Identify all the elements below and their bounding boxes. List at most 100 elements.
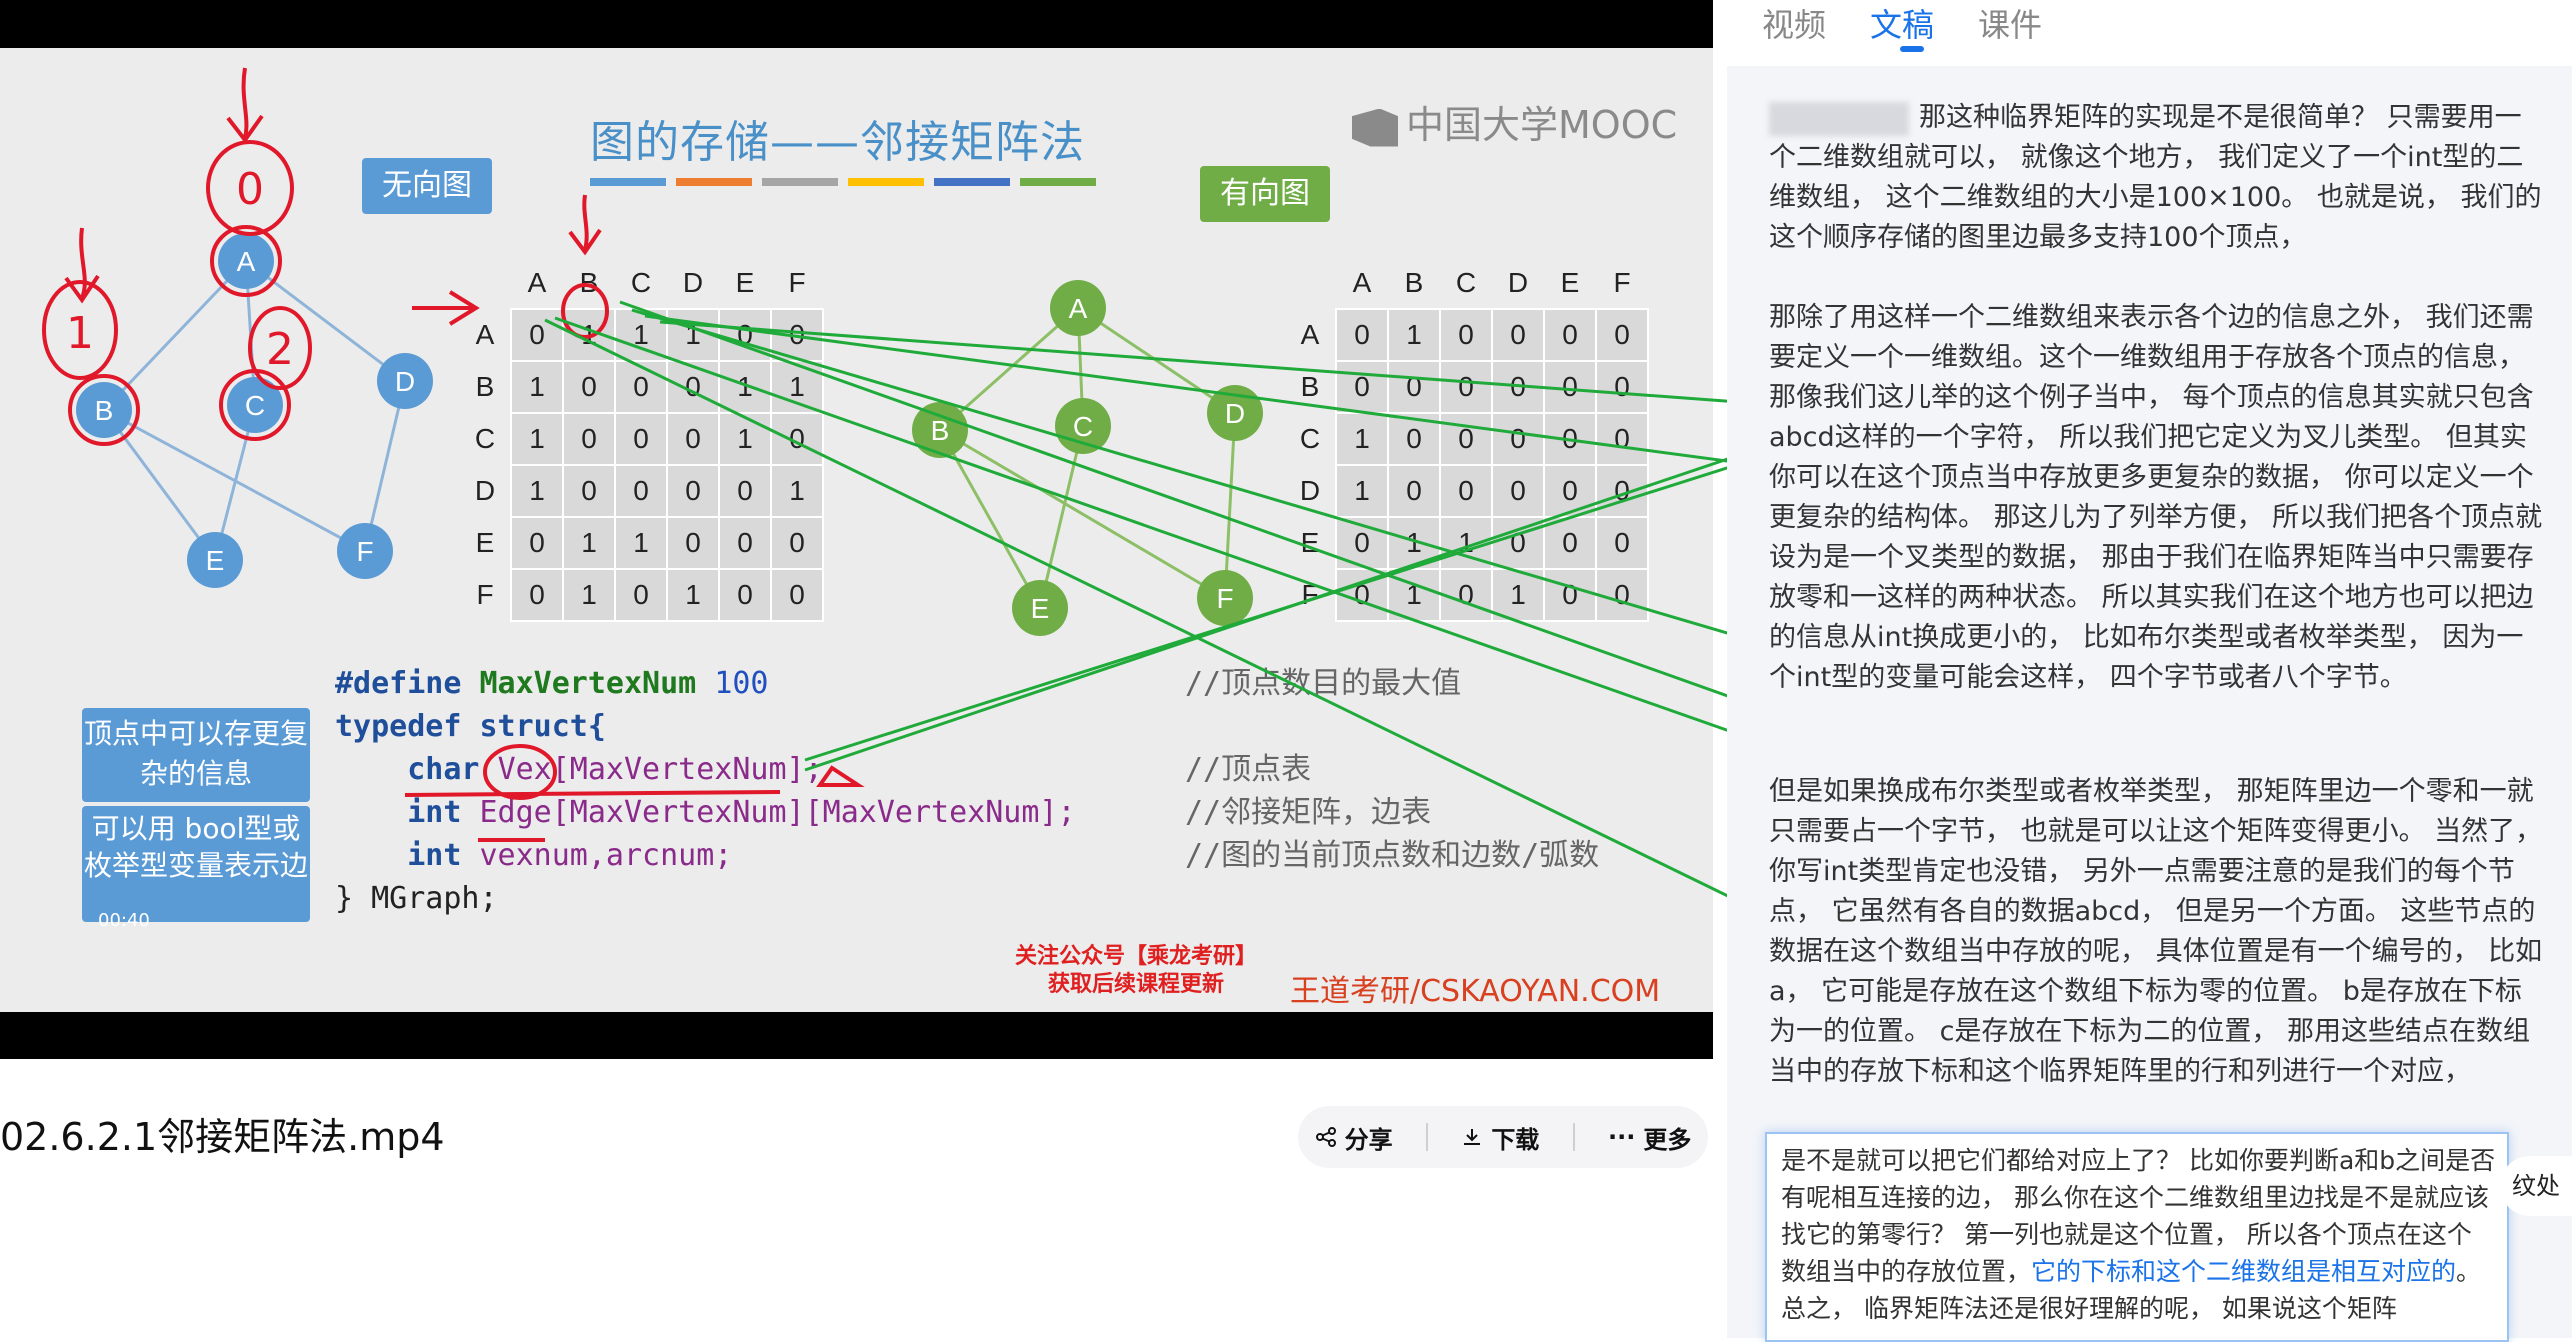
- matrix-cell: 0: [614, 464, 668, 518]
- video-title: 02.6.2.1邻接矩阵法.mp4: [0, 1115, 445, 1159]
- right-panel-tabs: 视频 文稿 课件: [1762, 0, 2042, 60]
- matrix-col-header: F: [788, 267, 806, 298]
- transcript-paragraph[interactable]: 那这种临界矩阵的实现是不是很简单？ 只需要用一个二维数组就可以， 就像这个地方，…: [1769, 101, 2542, 253]
- download-icon: [1464, 1129, 1481, 1145]
- mooc-logo: 中国大学MOOC: [1352, 94, 1677, 149]
- matrix-cell: 0: [1387, 464, 1441, 518]
- matrix-cell: 0: [1439, 412, 1493, 466]
- matrix-cell: 0: [1543, 464, 1597, 518]
- matrix-cell: 0: [1595, 516, 1649, 570]
- matrix-cell: 0: [770, 308, 824, 362]
- matrix-cell: 1: [562, 308, 616, 362]
- code-block: #define MaxVertexNum 100 typedef struct{…: [335, 666, 1076, 916]
- tab-courseware[interactable]: 课件: [1978, 6, 2043, 44]
- matrix-cell: 1: [1387, 516, 1441, 570]
- matrix-col-header: A: [1352, 267, 1372, 298]
- matrix-cell: 0: [718, 516, 772, 570]
- blurred-speaker: [1769, 101, 1909, 136]
- current-transcript-paragraph[interactable]: 是不是就可以把它们都给对应上了？ 比如你要判断a和b之间是否有呢相互连接的边， …: [1765, 1132, 2509, 1342]
- callout-complex-info: 顶点中可以存更复杂的信息: [82, 708, 310, 802]
- matrix-cell: 0: [666, 360, 720, 414]
- share-button[interactable]: 分享: [1315, 1120, 1393, 1155]
- site-watermark: 王道考研/CSKAOYAN.COM: [1290, 974, 1661, 1009]
- highlighted-text[interactable]: 它的下标和这个二维数组是相互对应的: [2031, 1257, 2457, 1286]
- matrix-cell: 0: [770, 412, 824, 466]
- video-actions: 分享 下载 ··· 更多: [1298, 1106, 1708, 1168]
- matrix-row-header: F: [476, 579, 494, 610]
- matrix-cell: 0: [1335, 360, 1389, 414]
- matrix-cell: 0: [614, 568, 668, 622]
- matrix-cell: 0: [718, 568, 772, 622]
- node-D: [377, 353, 433, 409]
- svg-text:D: D: [395, 366, 415, 397]
- matrix-row-header: E: [475, 527, 495, 558]
- code-comments: //顶点数目的最大值 //顶点表 //邻接矩阵，边表 //图的当前顶点数和边数/…: [1185, 666, 1600, 873]
- transcript-panel[interactable]: 那这种临界矩阵的实现是不是很简单？ 只需要用一个二维数组就可以， 就像这个地方，…: [1727, 66, 2572, 1338]
- svg-text:F: F: [356, 536, 373, 567]
- matrix-cell: 0: [614, 360, 668, 414]
- video-player[interactable]: 图的存储——邻接矩阵法 中国大学MOOC 无向图 有向图: [0, 0, 1713, 1059]
- matrix-cell: 0: [1543, 360, 1597, 414]
- matrix-cell: 0: [1491, 412, 1545, 466]
- matrix-cell: 0: [1335, 308, 1389, 362]
- matrix-cell: 0: [1387, 360, 1441, 414]
- matrix-col-header: B: [579, 267, 599, 298]
- svg-text:B: B: [931, 415, 950, 446]
- node-E: [187, 532, 243, 588]
- tab-video[interactable]: 视频: [1762, 6, 1827, 44]
- matrix-cell: 1: [666, 308, 720, 362]
- matrix-cell: 0: [1595, 412, 1649, 466]
- matrix-row-header: E: [1300, 527, 1320, 558]
- matrix-cell: 0: [1595, 568, 1649, 622]
- matrix-cell: 0: [510, 516, 564, 570]
- download-button[interactable]: 下载: [1461, 1120, 1539, 1155]
- matrix-col-header: C: [1455, 267, 1477, 298]
- matrix-cell: 1: [614, 308, 668, 362]
- more-button[interactable]: ··· 更多: [1607, 1123, 1692, 1154]
- undirected-graph-label: 无向图: [362, 158, 492, 214]
- matrix-cell: 1: [1491, 568, 1545, 622]
- svg-text:E: E: [206, 545, 225, 576]
- svg-text:E: E: [1031, 593, 1050, 624]
- lecture-slide: 图的存储——邻接矩阵法 中国大学MOOC 无向图 有向图: [0, 48, 1713, 1012]
- matrix-cell: 0: [1491, 308, 1545, 362]
- matrix-cell: 1: [562, 516, 616, 570]
- matrix-row-header: C: [1299, 423, 1321, 454]
- svg-text:A: A: [237, 246, 256, 277]
- matrix-cell: 0: [666, 464, 720, 518]
- matrix-cell: 1: [770, 360, 824, 414]
- matrix-row-header: B: [1300, 371, 1320, 402]
- matrix-cell: 1: [510, 360, 564, 414]
- svg-text:A: A: [1069, 293, 1088, 324]
- matrix-cell: 1: [1387, 308, 1441, 362]
- matrix-row-header: B: [475, 371, 495, 402]
- matrix-cell: 1: [1439, 516, 1493, 570]
- matrix-cell: 0: [1439, 360, 1493, 414]
- matrix-cell: 0: [1335, 516, 1389, 570]
- handwritten-1: 1: [66, 308, 94, 359]
- transcript-paragraph[interactable]: 那除了用这样一个二维数组来表示各个边的信息之外， 我们还需要定义一个一维数组。这…: [1769, 302, 2543, 693]
- handwritten-2: 2: [266, 324, 294, 375]
- directed-graph-label: 有向图: [1200, 166, 1330, 222]
- matrix-cell: 0: [1387, 412, 1441, 466]
- matrix-cell: 0: [1595, 308, 1649, 362]
- matrix-cell: 0: [1543, 516, 1597, 570]
- ellipsis-icon: ···: [1607, 1123, 1636, 1151]
- tab-transcript[interactable]: 文稿: [1870, 0, 1934, 60]
- callout-bool-enum: 可以用 bool型或枚举型变量表示边: [82, 806, 310, 922]
- matrix-cell: 0: [562, 360, 616, 414]
- matrix-row-header: F: [1301, 579, 1319, 610]
- matrix-cell: 1: [1387, 568, 1441, 622]
- matrix-cell: 0: [1543, 412, 1597, 466]
- matrix-cell: 0: [1439, 464, 1493, 518]
- matrix-cell: 0: [562, 464, 616, 518]
- matrix-cell: 0: [510, 308, 564, 362]
- transcript-paragraph[interactable]: 但是如果换成布尔类型或者枚举类型， 那矩阵里边一个零和一就只需要占一个字节， 也…: [1769, 776, 2543, 1087]
- matrix-cell: 0: [770, 568, 824, 622]
- matrix-cell: 1: [1335, 464, 1389, 518]
- matrix-col-header: F: [1613, 267, 1631, 298]
- matrix-cell: 0: [614, 412, 668, 466]
- side-floating-button[interactable]: 纹处: [2500, 1156, 2572, 1216]
